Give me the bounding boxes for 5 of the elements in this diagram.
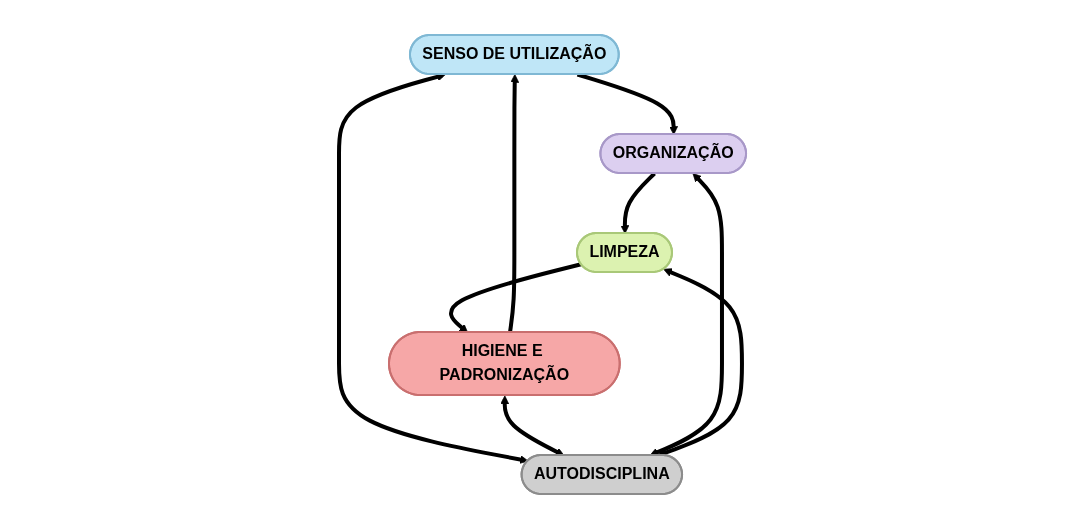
arrow xyxy=(500,395,565,456)
arrow xyxy=(508,74,520,333)
arrow xyxy=(620,172,657,234)
arrow xyxy=(449,262,583,333)
arrow xyxy=(658,268,745,457)
